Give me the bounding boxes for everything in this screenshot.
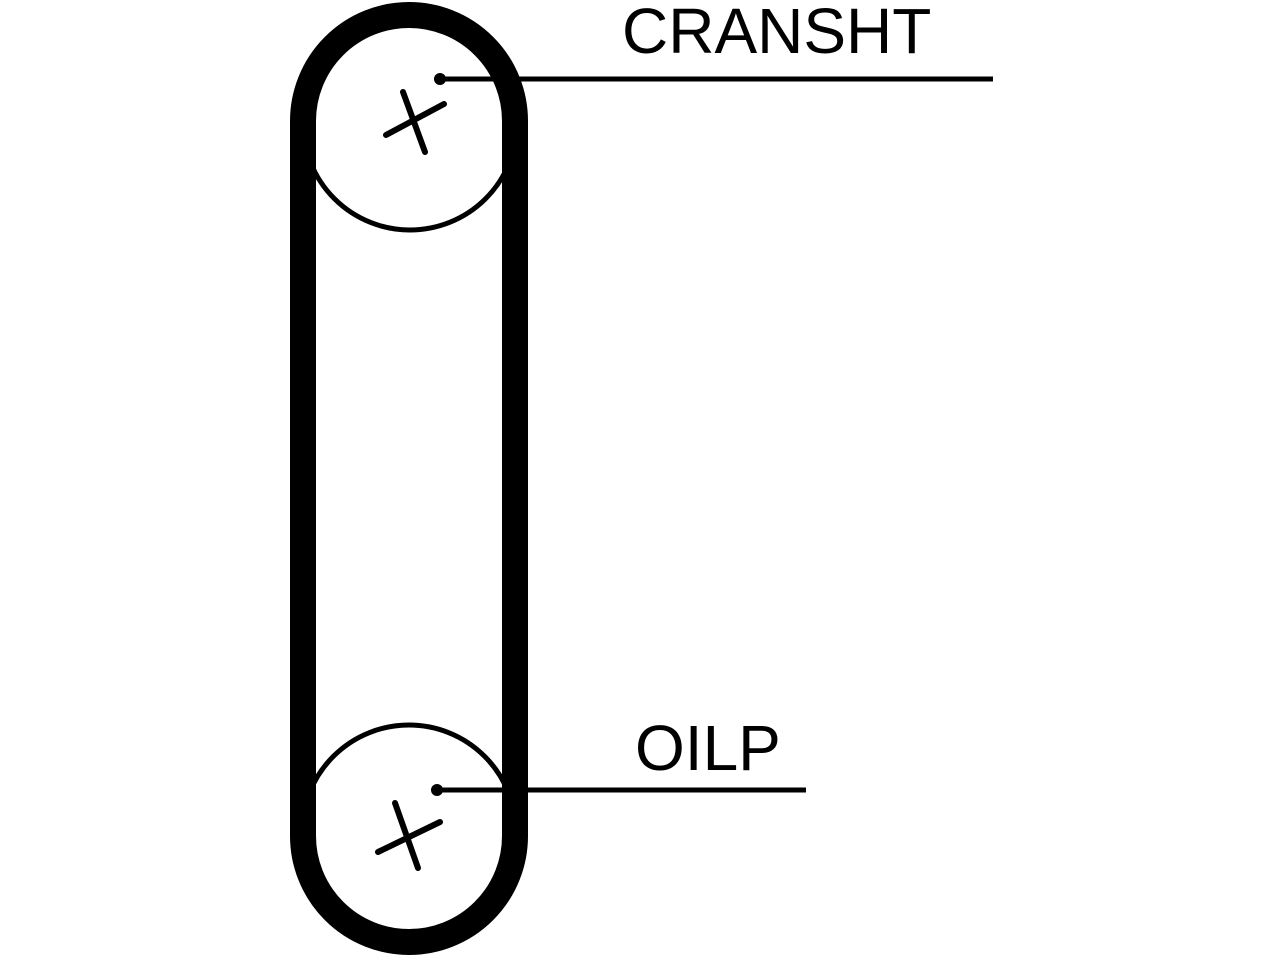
- belt: [290, 2, 528, 955]
- pulley-bottom-center-mark: [375, 800, 443, 871]
- pulley-top-center-mark: [383, 89, 447, 155]
- pulley-top: [300, 13, 520, 233]
- label-cransht: CRANSHT: [622, 0, 931, 67]
- pulley-bottom: [299, 722, 519, 942]
- leader-line-top: [434, 73, 993, 85]
- leader-line-bottom: [431, 784, 806, 796]
- label-oilp: OILP: [635, 712, 781, 784]
